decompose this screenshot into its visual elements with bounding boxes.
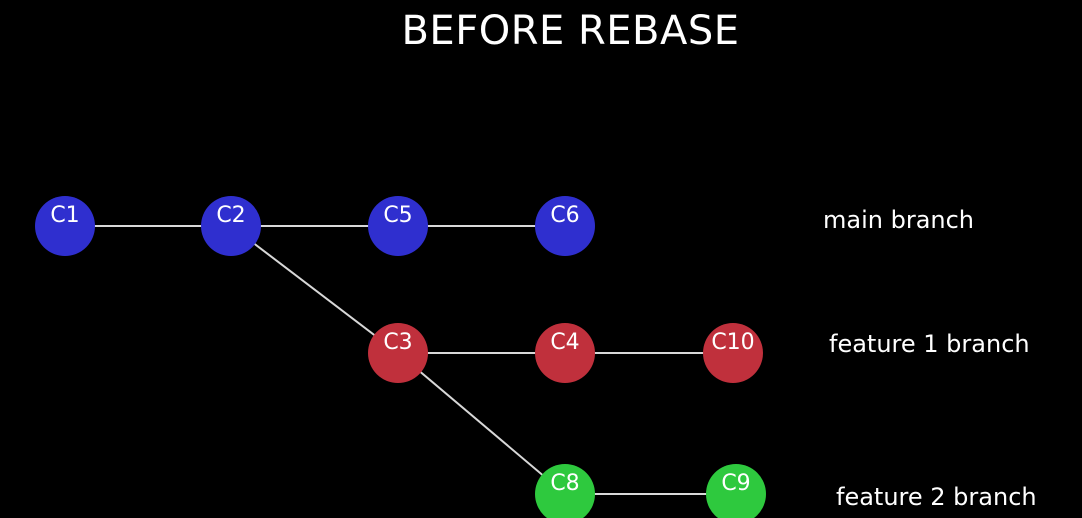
commit-c4: C4 (535, 323, 595, 383)
commit-label-c4: C4 (550, 330, 579, 355)
commit-node-c1 (35, 196, 95, 256)
edge-c2-c3 (230, 225, 399, 354)
commit-node-c3 (368, 323, 428, 383)
branch-label-feature-1: feature 1 branch (829, 330, 1030, 358)
commit-c6: C6 (535, 196, 595, 256)
commit-c10: C10 (703, 323, 763, 383)
branch-label-feature-2: feature 2 branch (836, 483, 1037, 511)
commit-label-c9: C9 (721, 471, 750, 496)
commit-node-c5 (368, 196, 428, 256)
commit-c1: C1 (35, 196, 95, 256)
commit-c2: C2 (201, 196, 261, 256)
commit-node-c10 (703, 323, 763, 383)
commit-c8: C8 (535, 464, 595, 518)
commit-c9: C9 (706, 464, 766, 518)
commit-label-c1: C1 (50, 203, 79, 228)
diagram-title: BEFORE REBASE (401, 8, 740, 54)
commit-label-c8: C8 (550, 471, 579, 496)
commit-node-c8 (535, 464, 595, 518)
commit-label-c2: C2 (216, 203, 245, 228)
commit-label-c6: C6 (550, 203, 579, 228)
commit-c5: C5 (368, 196, 428, 256)
commit-label-c10: C10 (711, 330, 754, 355)
commit-label-c3: C3 (383, 330, 412, 355)
commit-node-c2 (201, 196, 261, 256)
commit-c3: C3 (368, 323, 428, 383)
commit-node-c6 (535, 196, 595, 256)
commit-node-c4 (535, 323, 595, 383)
commit-node-c9 (706, 464, 766, 518)
branch-label-main: main branch (823, 206, 975, 234)
edge-c3-c8 (397, 352, 566, 495)
commit-label-c5: C5 (383, 203, 412, 228)
